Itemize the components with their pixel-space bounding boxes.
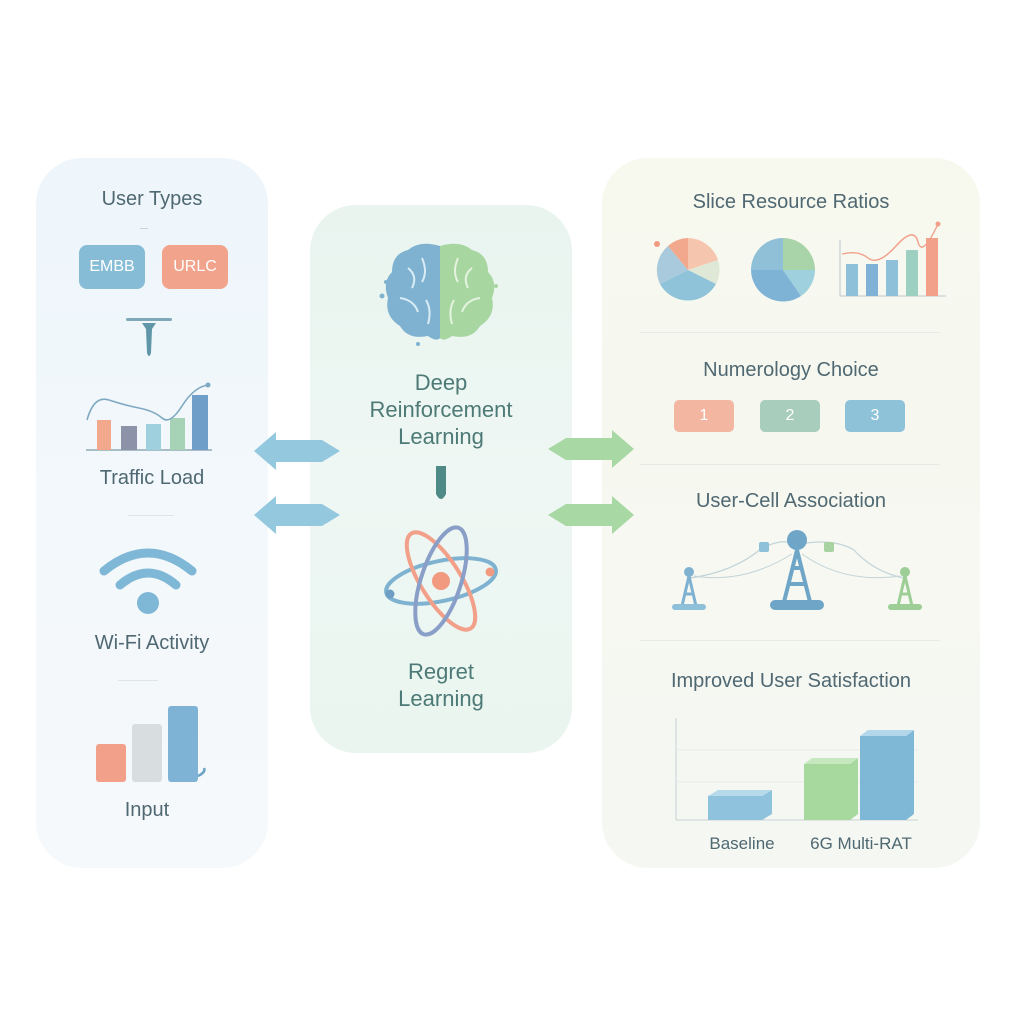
bar-line-chart-icon [839,221,946,297]
user-types-title: User Types [101,188,203,210]
divider [128,515,174,516]
divider [118,680,158,681]
pie-chart-icon [654,238,720,301]
traffic-load-label: Traffic Load [99,467,205,489]
divider [640,332,940,333]
x-label-baseline: Baseline [709,834,775,853]
slice-resource-title: Slice Resource Ratios [692,191,890,213]
input-bars-icon [96,706,206,782]
arrow-left-icon [254,496,340,534]
satisfaction-bar-chart [675,718,918,821]
cell-tower-network-icon [672,530,922,610]
numerology-choice-title: Numerology Choice [703,359,879,381]
arrow-right-icon [548,430,634,468]
atom-icon [384,525,498,637]
regret-line-1: Regret [407,659,475,684]
improved-satisfaction-title: Improved User Satisfaction [670,670,912,692]
arrow-left-icon [254,432,340,470]
divider [140,228,148,229]
numerology-option-1: 1 [674,400,734,432]
drl-line-1: Deep [414,370,468,395]
drl-line-3: Learning [398,424,484,449]
numerology-option-2: 2 [760,400,820,432]
funnel-connector-icon [126,318,172,356]
pie-chart-icon [751,238,815,302]
wifi-icon [99,548,197,614]
regret-line-2: Learning [398,686,484,711]
user-cell-association-title: User-Cell Association [695,490,887,512]
divider [640,464,940,465]
wifi-activity-label: Wi-Fi Activity [94,632,210,654]
drl-line-2: Reinforcement [369,397,513,422]
divider [640,640,940,641]
embb-chip: EMBB [79,245,145,289]
connector-down-icon [436,466,446,499]
urlc-chip: URLC [162,245,228,289]
x-label-6g-multi-rat: 6G Multi-RAT [810,834,912,853]
brain-icon [379,243,498,346]
traffic-load-chart-icon [86,382,212,451]
input-label: Input [124,799,170,821]
numerology-option-3: 3 [845,400,905,432]
arrow-right-icon [548,496,634,534]
